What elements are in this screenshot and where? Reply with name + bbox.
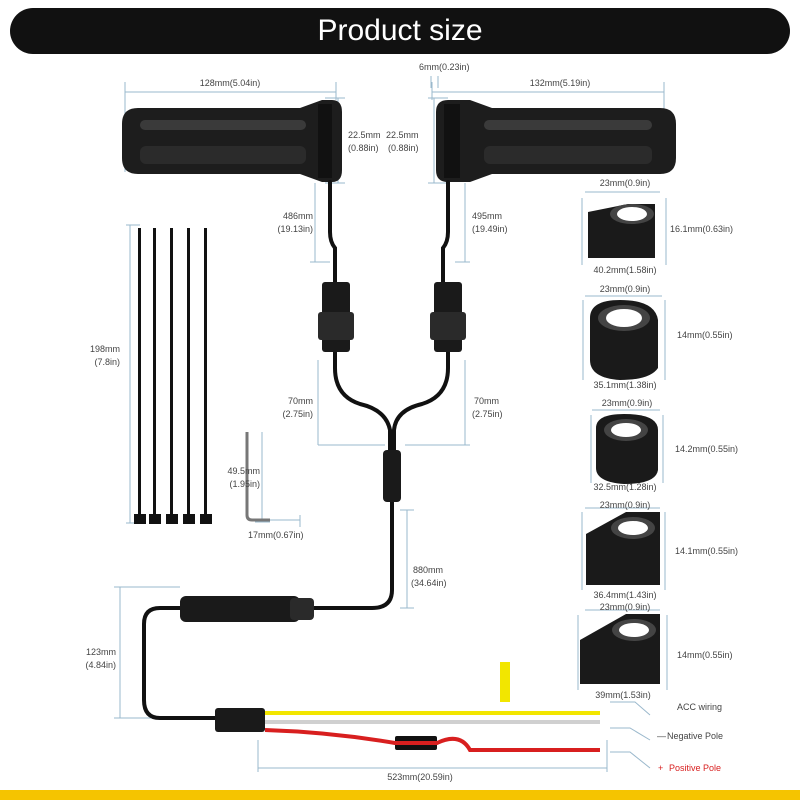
wrench-height-mm: 49.5mm <box>227 466 260 476</box>
adapter-4-top: 23mm(0.9in) <box>599 500 651 510</box>
positive-pole-label: Positive Pole <box>669 763 722 773</box>
output-wires <box>264 662 600 752</box>
hex-wrench <box>245 432 270 522</box>
lower-cable-length-mm: 123mm <box>85 647 116 657</box>
acc-wiring-label: ACC wiring <box>677 702 723 712</box>
wrench-width-label: 17mm(0.67in) <box>248 530 304 540</box>
right-grip-length-label: 132mm(5.19in) <box>529 78 591 88</box>
gap-label: 6mm(0.23in) <box>419 62 470 72</box>
adapter-5-side: 14mm(0.55in) <box>677 650 733 660</box>
adapter-5-top: 23mm(0.9in) <box>599 602 651 612</box>
wrench-height-in: (1.95in) <box>229 479 260 489</box>
negative-pole-label: Negative Pole <box>667 731 724 741</box>
grip-cables <box>142 180 450 720</box>
left-heated-grip <box>122 100 342 182</box>
dimension-lines <box>114 76 668 772</box>
adapter-1-top: 23mm(0.9in) <box>599 178 651 188</box>
adapter-2-top: 23mm(0.9in) <box>599 284 651 294</box>
adapter-4-side: 14.1mm(0.55in) <box>675 546 739 556</box>
main-cable-length-in: (34.64in) <box>411 578 447 588</box>
left-split-length-in: (2.75in) <box>282 409 313 419</box>
adapter-1-side: 16.1mm(0.63in) <box>670 224 734 234</box>
title-bar: Product size <box>10 8 790 54</box>
throttle-adapters <box>580 204 660 684</box>
right-cable-length-in: (19.49in) <box>472 224 508 234</box>
adapter-1-bottom: 40.2mm(1.58in) <box>593 265 657 275</box>
right-split-length-mm: 70mm <box>474 396 500 406</box>
left-cable-length-in: (19.13in) <box>277 224 313 234</box>
left-cable-length-mm: 486mm <box>282 211 313 221</box>
lower-cable-length-in: (4.84in) <box>85 660 116 670</box>
cable-connectors <box>180 282 466 750</box>
page-title: Product size <box>317 14 483 47</box>
accent-stripe <box>0 790 800 800</box>
adapter-2-bottom: 35.1mm(1.38in) <box>593 380 657 390</box>
zip-tie-length-mm: 198mm <box>89 344 120 354</box>
adapter-3-side: 14.2mm(0.55in) <box>675 444 739 454</box>
left-grip-length-label: 128mm(5.04in) <box>199 78 261 88</box>
main-cable-length-mm: 880mm <box>413 565 444 575</box>
left-split-length-mm: 70mm <box>287 396 313 406</box>
left-grip-diameter-mm: 22.5mm <box>348 130 381 140</box>
adapter-4-bottom: 36.4mm(1.43in) <box>593 590 657 600</box>
positive-mark: + <box>658 763 664 773</box>
right-grip-diameter-mm: 22.5mm <box>386 130 419 140</box>
left-grip-diameter-in: (0.88in) <box>348 143 379 153</box>
adapter-3-bottom: 32.5mm(1.28in) <box>593 482 657 492</box>
right-cable-length-mm: 495mm <box>472 211 503 221</box>
adapter-3-top: 23mm(0.9in) <box>601 398 653 408</box>
zip-ties <box>134 228 212 524</box>
right-heated-grip <box>436 100 676 182</box>
adapter-2-side: 14mm(0.55in) <box>677 330 733 340</box>
negative-mark: — <box>657 731 666 741</box>
adapter-5-bottom: 39mm(1.53in) <box>595 690 651 700</box>
zip-tie-length-in: (7.8in) <box>94 357 120 367</box>
wire-length-label-text: 523mm(20.59in) <box>387 772 453 782</box>
right-split-length-in: (2.75in) <box>472 409 503 419</box>
right-grip-diameter-in: (0.88in) <box>388 143 419 153</box>
